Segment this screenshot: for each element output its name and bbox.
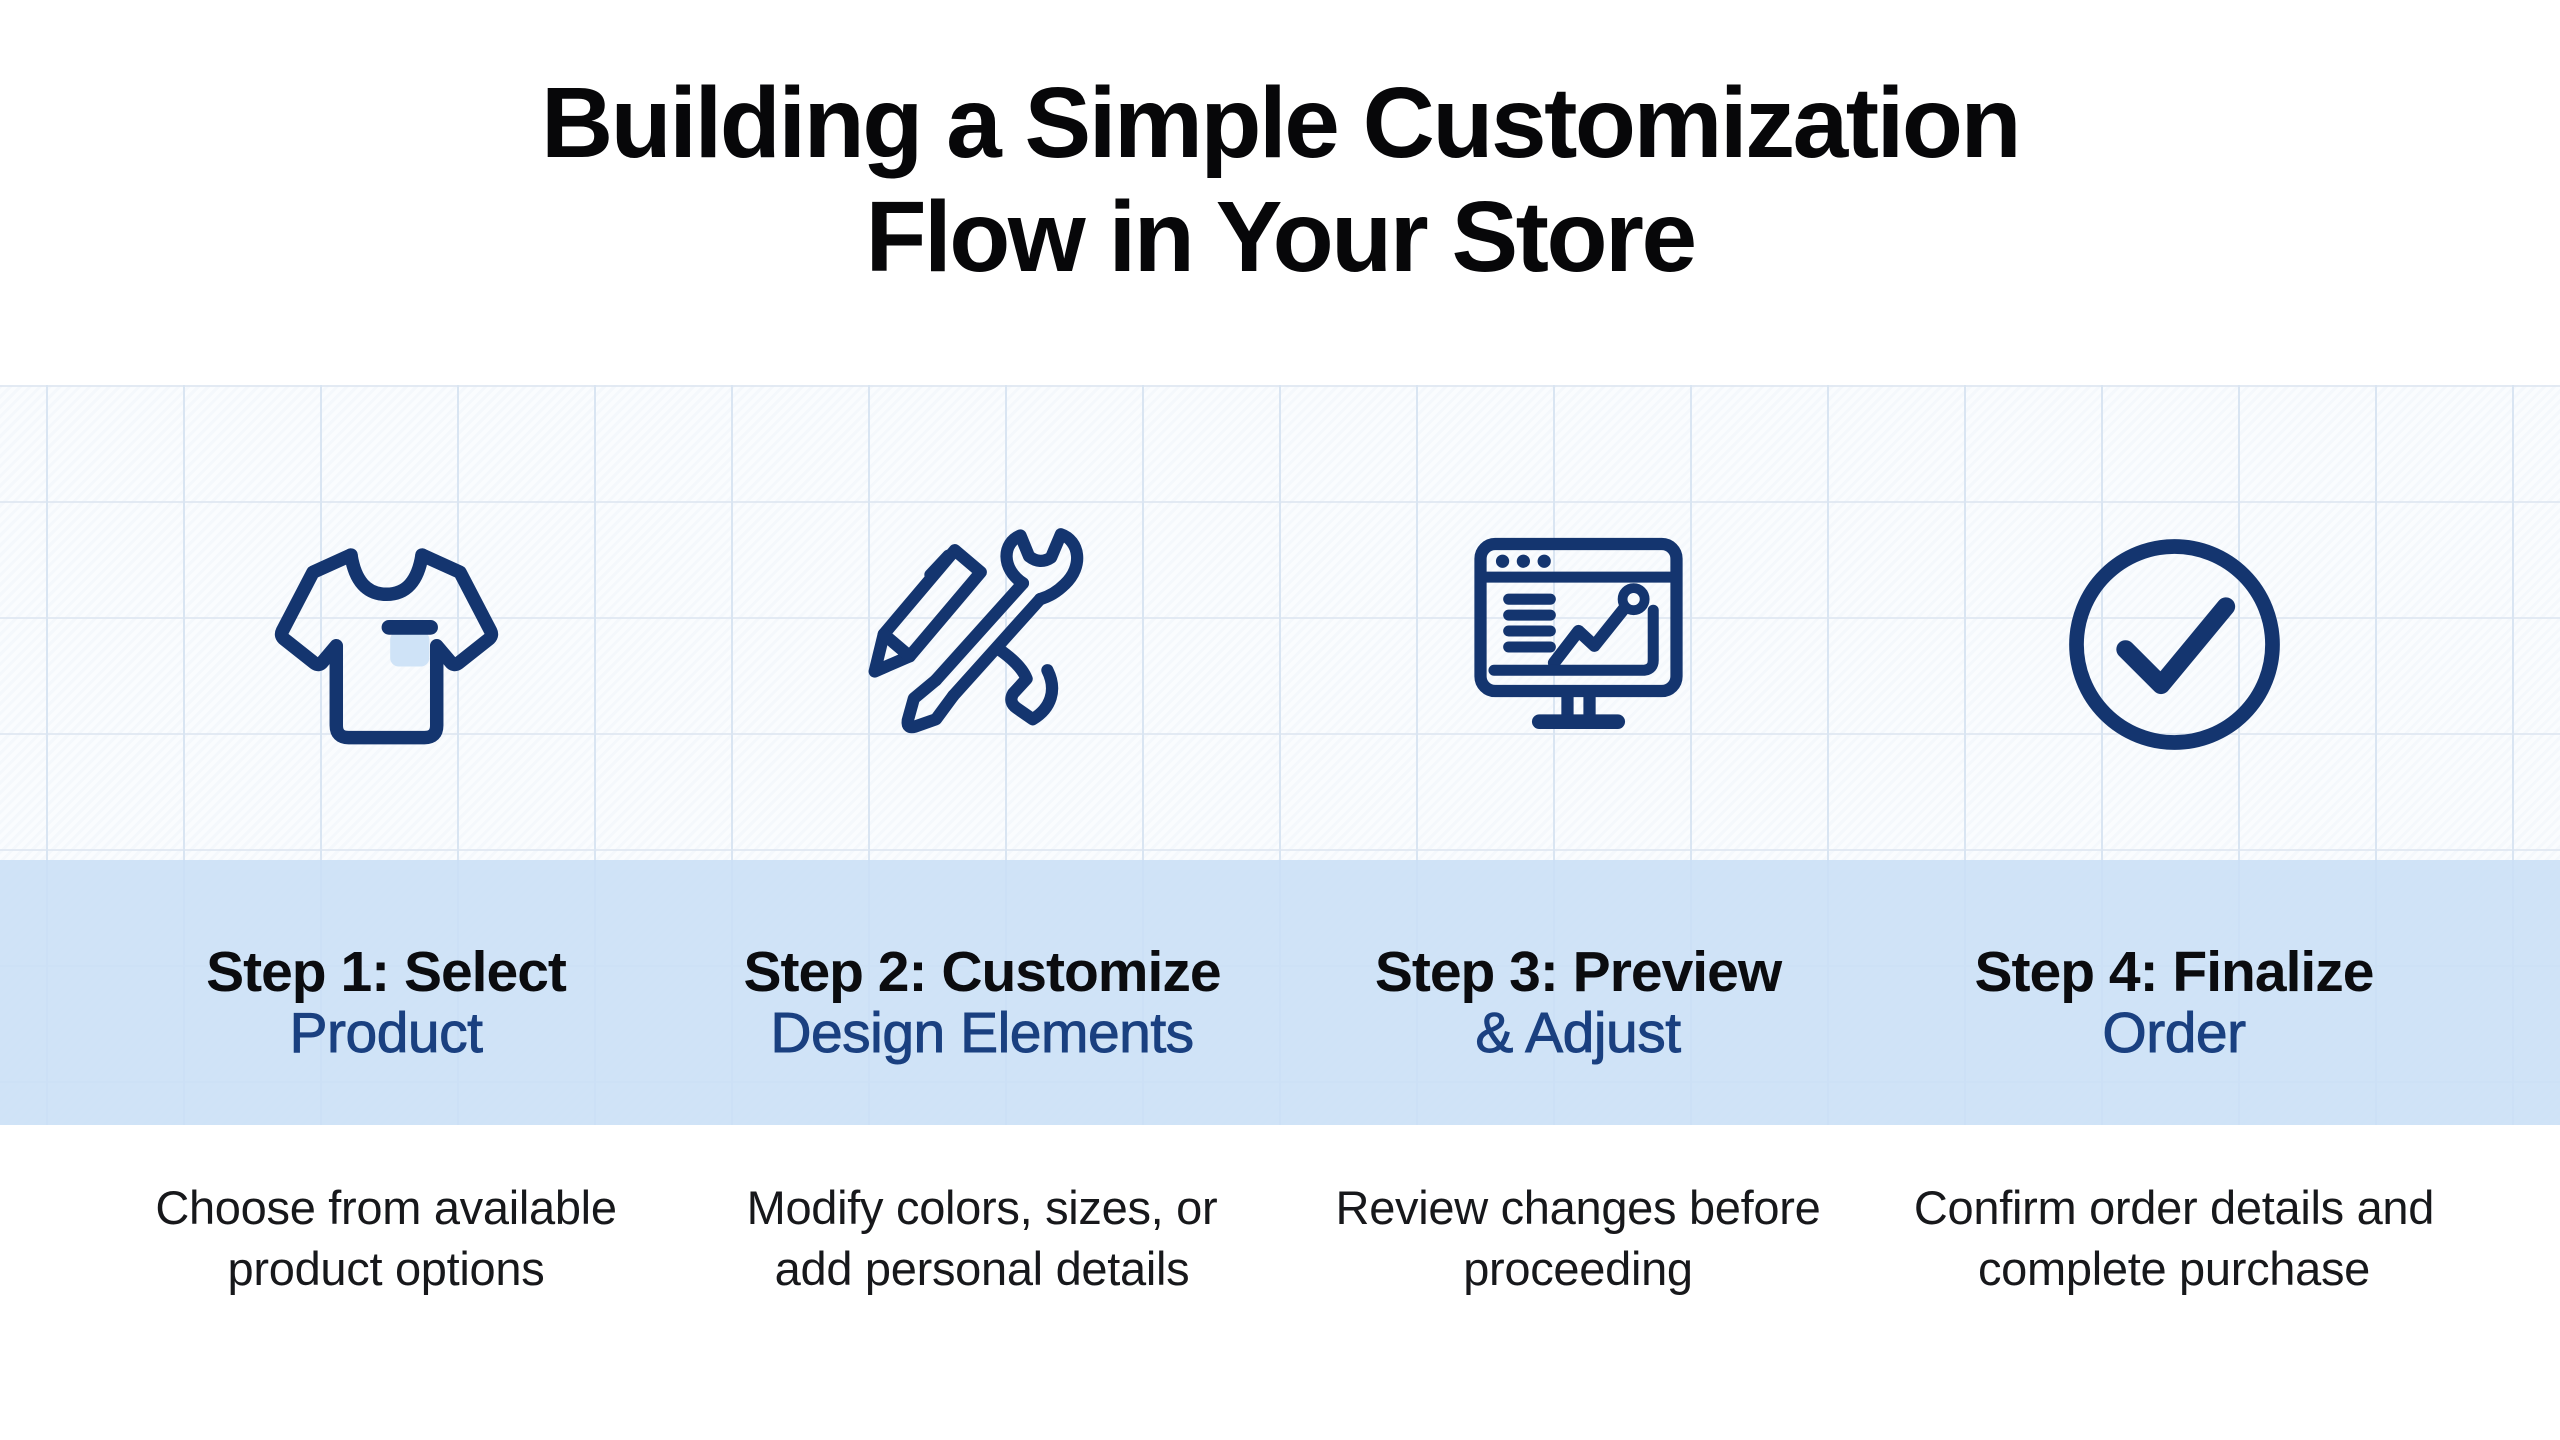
step-3-label: Step 3: Preview & Adjust <box>1280 860 1876 1125</box>
step-3-subtitle: & Adjust <box>1475 1001 1682 1065</box>
step-1-label: Step 1: Select Product <box>88 860 684 1125</box>
step-2-desc-line-2: add personal details <box>774 1242 1190 1295</box>
step-1-desc-line-2: product options <box>227 1242 545 1295</box>
description-row: Choose from available product options Mo… <box>0 1125 2560 1299</box>
step-2-title: Step 2: Customize <box>743 940 1221 1004</box>
step-4-icon-cell <box>1876 385 2472 860</box>
step-2-label: Step 2: Customize Design Elements <box>684 860 1280 1125</box>
step-4-title: Step 4: Finalize <box>1974 940 2375 1004</box>
step-4-description: Confirm order details and complete purch… <box>1876 1177 2472 1299</box>
step-4-label: Step 4: Finalize Order <box>1876 860 2472 1125</box>
step-1-description: Choose from available product options <box>88 1177 684 1299</box>
step-1-desc-line-1: Choose from available <box>155 1181 617 1234</box>
step-1-icon-cell <box>88 385 684 860</box>
header: Building a Simple Customization Flow in … <box>0 0 2560 385</box>
step-1-subtitle: Product <box>289 1001 483 1065</box>
step-2-description: Modify colors, sizes, or add personal de… <box>684 1177 1280 1299</box>
step-label-band: Step 1: Select Product Step 2: Customize… <box>0 860 2560 1125</box>
step-3-title: Step 3: Preview <box>1374 940 1782 1004</box>
step-3-icon-cell <box>1280 385 1876 860</box>
step-4-desc-line-2: complete purchase <box>1977 1242 2370 1295</box>
step-3-desc-line-2: proceeding <box>1463 1242 1693 1295</box>
step-3-description: Review changes before proceeding <box>1280 1177 1876 1299</box>
icon-row <box>0 385 2560 860</box>
step-1-title: Step 1: Select <box>206 940 567 1004</box>
page-title-line-1: Building a Simple Customization <box>540 67 2022 179</box>
step-3-desc-line-1: Review changes before <box>1335 1181 1821 1234</box>
tshirt-icon <box>274 548 498 745</box>
check-circle-icon <box>2068 539 2280 750</box>
monitor-chart-icon <box>1473 537 1683 730</box>
grid-background-zone: Step 1: Select Product Step 2: Customize… <box>0 385 2560 1125</box>
step-4-subtitle: Order <box>2102 1001 2247 1065</box>
step-2-icon-cell <box>684 385 1280 860</box>
step-4-desc-line-1: Confirm order details and <box>1913 1181 2435 1234</box>
step-2-desc-line-1: Modify colors, sizes, or <box>746 1181 1218 1234</box>
step-2-subtitle: Design Elements <box>770 1001 1195 1065</box>
page-title-line-2: Flow in Your Store <box>865 181 1697 293</box>
step-label-row: Step 1: Select Product Step 2: Customize… <box>0 860 2560 1125</box>
pencil-wrench-icon <box>868 528 1083 734</box>
